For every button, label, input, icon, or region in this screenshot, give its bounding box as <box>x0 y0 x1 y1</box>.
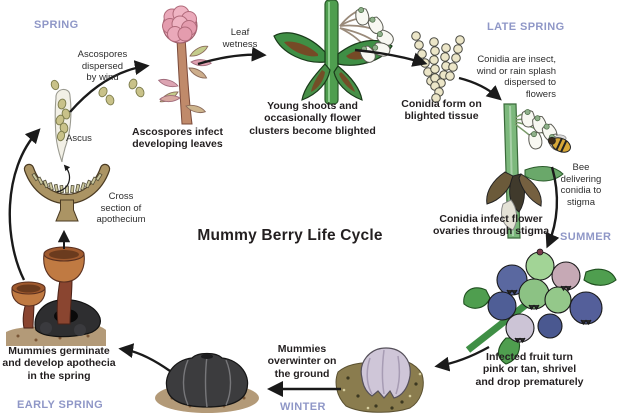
annotation-bee-delivering: Bee delivering conidia to stigma <box>560 162 602 208</box>
arrow-conidia-to-flower <box>458 76 502 101</box>
season-label-late-spring: LATE SPRING <box>487 21 565 33</box>
illustration-winter-mummy <box>335 347 424 413</box>
annotation-cross-section: Cross section of apothecium <box>96 191 146 226</box>
illustration-apothecia <box>6 246 106 346</box>
season-label-summer: SUMMER <box>560 231 612 243</box>
season-label-winter: WINTER <box>280 401 326 413</box>
arrow-black-mummy-to-apothecia <box>118 343 171 372</box>
illustration-apothecium-cross-section <box>23 163 111 222</box>
caption-infected-fruit: Infected fruit turn pink or tan, shrivel… <box>475 351 584 388</box>
arrow-shoots-to-conidia <box>354 48 428 67</box>
season-label-spring: SPRING <box>34 19 79 31</box>
illustration-pink-bud-plant <box>157 5 213 125</box>
illustration-black-mummy <box>155 352 259 413</box>
illustration-blueberry-cluster <box>463 248 617 365</box>
illustration-ascus <box>50 78 145 163</box>
caption-conidia-infect: Conidia infect flower ovaries through st… <box>432 213 550 238</box>
caption-mummies-overwinter: Mummies overwinter on the ground <box>267 343 337 380</box>
bee-icon <box>548 134 571 153</box>
arrow-bud-to-shoots <box>197 46 267 66</box>
annotation-ascus: Ascus <box>66 133 92 144</box>
diagram-title: Mummy Berry Life Cycle <box>197 227 383 244</box>
arrow-ascus-to-bud <box>69 60 150 113</box>
arrow-berries-to-winter-mummy <box>434 345 490 372</box>
caption-conidia-form: Conidia form on blighted tissue <box>401 98 482 123</box>
annotation-conidia-dispersed: Conidia are insect, wind or rain splash … <box>476 54 556 100</box>
illustration-conidia-chains <box>411 31 465 103</box>
caption-ascospores-infect: Ascospores infect developing leaves <box>131 126 224 151</box>
annotation-ascospores-dispersed: Ascospores dispersed by wind <box>77 49 128 84</box>
caption-mummies-germinate: Mummies germinate and develop apothecia … <box>2 345 116 382</box>
arrow-bee-to-berries <box>545 166 560 249</box>
caption-young-shoots: Young shoots and occasionally flower clu… <box>249 100 376 137</box>
annotation-leaf-wetness: Leaf wetness <box>222 27 258 50</box>
arrow-asci-to-ascus <box>56 164 71 193</box>
season-label-early-spring: EARLY SPRING <box>17 399 104 411</box>
arrow-apothecia-to-ascus <box>8 128 41 281</box>
